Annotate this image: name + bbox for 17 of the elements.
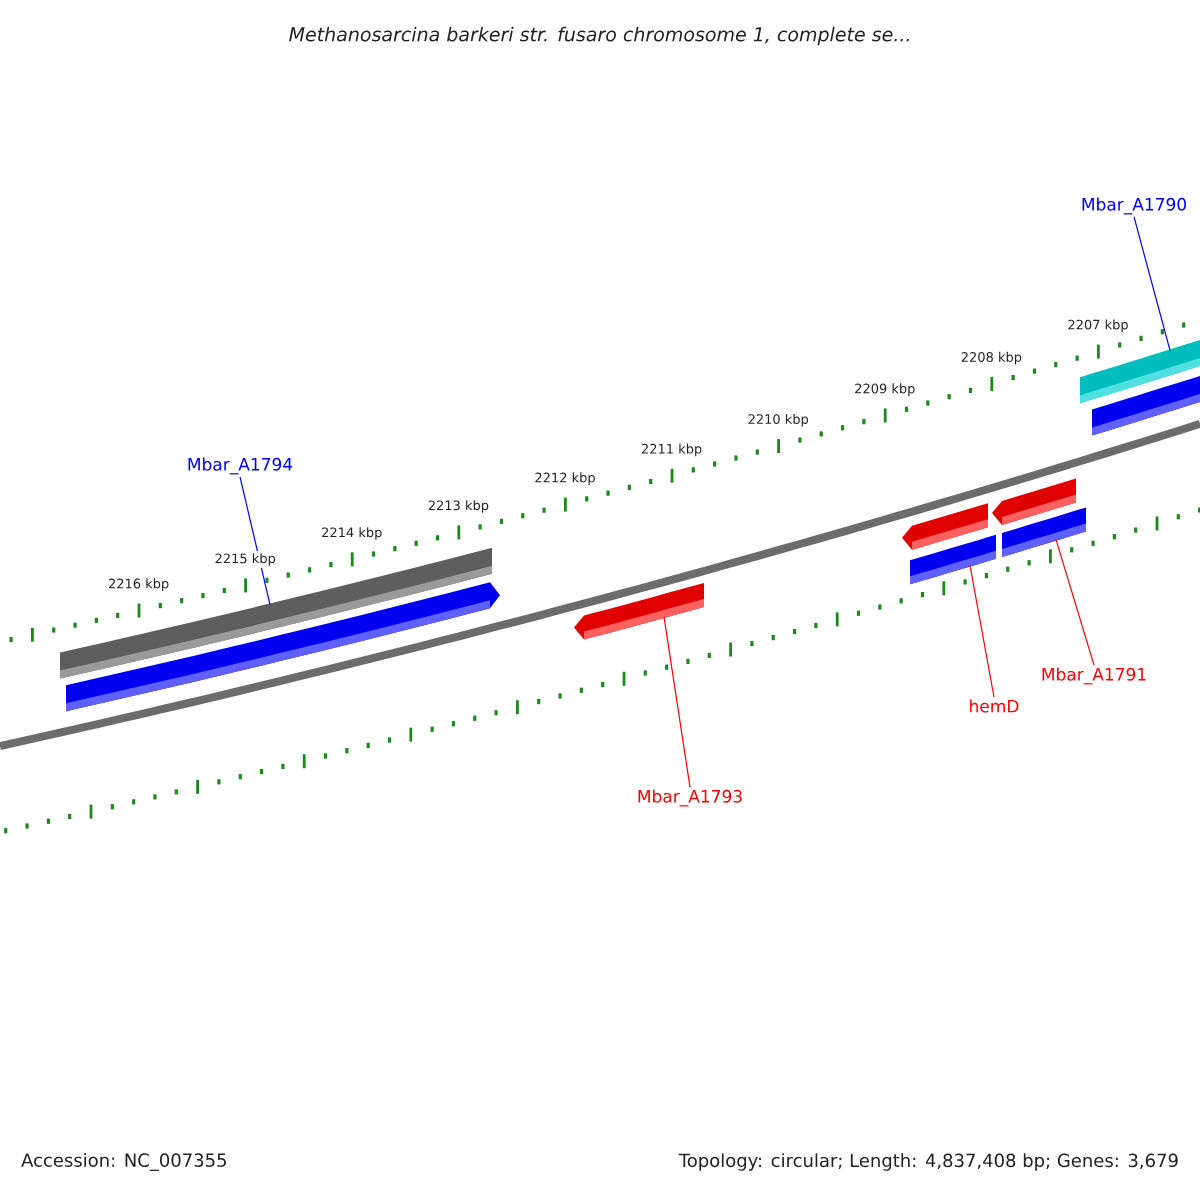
gene-bar [1002,507,1086,557]
title: Methanosarcina barkeri str. fusaro chromosome 1, complete se... [289,26,909,46]
leader-line [969,564,995,698]
leader-line [663,616,691,788]
gene-label: Mbar_A1790 [1082,197,1186,215]
footer-text: Topology: circular; Length: 4,837,408 bp; Genes: 3,679 [678,1153,1178,1171]
leader-line [239,476,271,606]
gene-bar [66,582,500,712]
gene-bar [1092,375,1200,436]
footer-text: Accession: NC_007355 [21,1153,226,1171]
gene-label: Mbar_A1791 [1042,667,1146,685]
leader-line [1055,539,1095,666]
gene-label: hemD [970,699,1019,713]
gene-label: Mbar_A1793 [638,789,742,807]
gene-bar [910,534,996,585]
gene-label: Mbar_A1794 [188,457,293,475]
gene-bar [574,582,704,640]
